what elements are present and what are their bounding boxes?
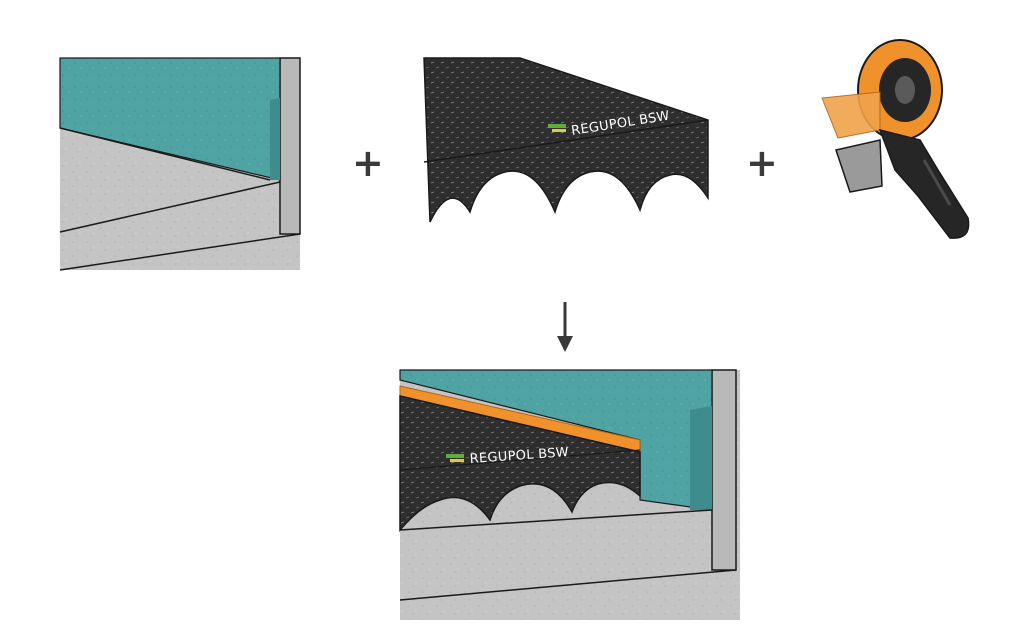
- rubber-mat-panel: REGUPOL BSW: [423, 57, 709, 223]
- result-brand-logo: REGUPOL BSW: [446, 445, 569, 467]
- assembled-result-panel: REGUPOL BSW: [399, 369, 740, 620]
- wall-corner-panel: [59, 57, 301, 271]
- plus-operator-1: +: [352, 141, 384, 185]
- tape-dispenser-icon: [821, 39, 970, 239]
- plus-operator-2: +: [746, 141, 778, 185]
- result-arrow-icon: [557, 302, 573, 352]
- result-brand-label: REGUPOL BSW: [469, 445, 569, 467]
